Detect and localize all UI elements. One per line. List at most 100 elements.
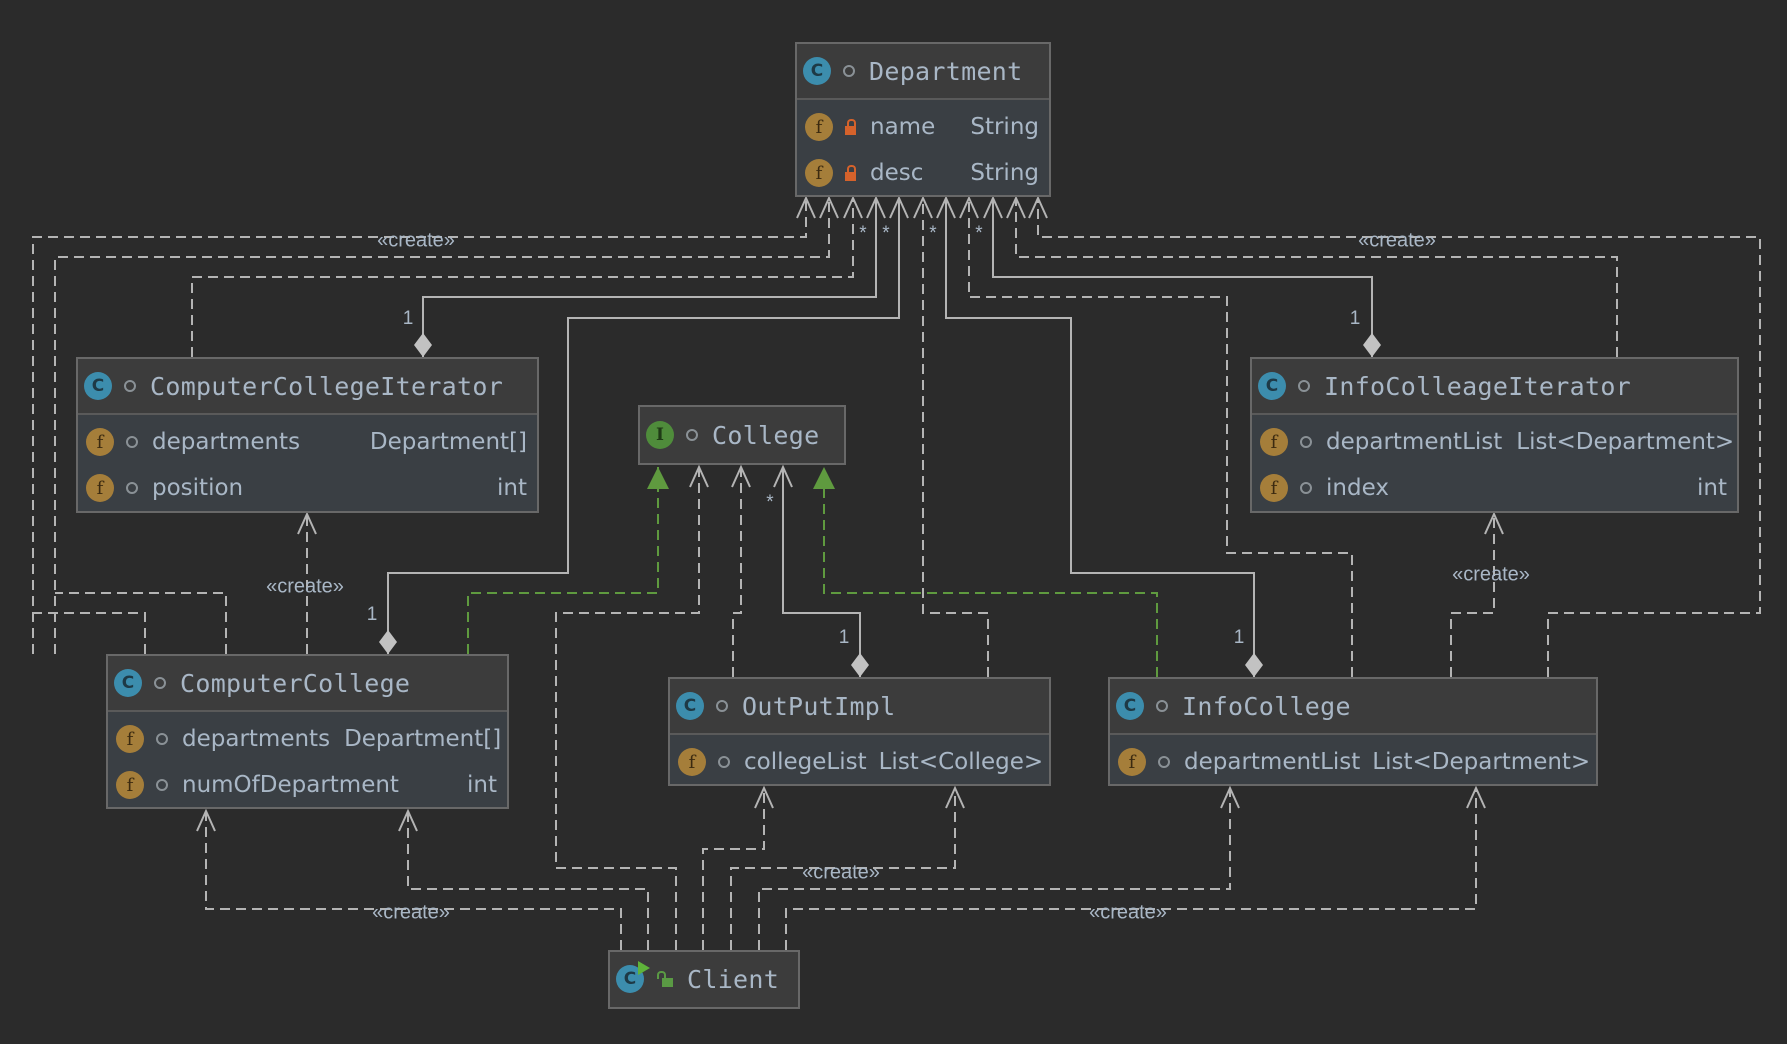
- field-row: f numOfDepartment int: [108, 762, 507, 808]
- open-arrowhead-icon: [1006, 195, 1026, 219]
- field-type: List<College>: [878, 749, 1044, 775]
- create-label: «create»: [372, 901, 450, 924]
- private-lock-icon: [845, 164, 856, 181]
- multiplicity-one: 1: [1233, 627, 1245, 648]
- runnable-class-icon: C: [616, 960, 650, 995]
- field-type: int: [467, 772, 497, 798]
- class-name: InfoColleageIterator: [1324, 371, 1632, 401]
- class-info-colleage-iterator[interactable]: C InfoColleageIterator f departmentList …: [1250, 357, 1739, 513]
- field-icon: f: [116, 725, 144, 753]
- package-visibility-icon: [1156, 700, 1168, 712]
- field-name: name: [870, 114, 936, 140]
- open-arrowhead-icon: [913, 195, 933, 219]
- class-header: I College: [640, 407, 844, 463]
- field-name: numOfDepartment: [182, 772, 399, 798]
- field-name: departmentList: [1326, 429, 1503, 455]
- field-icon: f: [1260, 428, 1288, 456]
- package-visibility-icon: [716, 700, 728, 712]
- open-arrowhead-icon: [819, 195, 839, 219]
- package-visibility-icon: [154, 677, 166, 689]
- package-visibility-icon: [718, 756, 730, 768]
- field-icon: f: [1118, 748, 1146, 776]
- class-name: Department: [869, 56, 1023, 86]
- field-icon: f: [805, 113, 833, 141]
- package-visibility-icon: [156, 733, 168, 745]
- class-header: C Department: [797, 44, 1049, 100]
- aggregation-diamond-icon: [1363, 333, 1381, 357]
- class-header: C ComputerCollegeIterator: [78, 359, 537, 415]
- open-arrowhead-icon: [1028, 195, 1048, 219]
- dependency-cciterator-department: [191, 198, 854, 357]
- package-visibility-icon: [1158, 756, 1170, 768]
- field-icon: f: [86, 474, 114, 502]
- field-type: Department[]: [344, 726, 502, 752]
- multiplicity-many: *: [929, 223, 937, 244]
- open-arrowhead-icon: [689, 464, 709, 488]
- dependency-infocollege-department: [968, 198, 1353, 677]
- field-name: position: [152, 475, 244, 501]
- open-arrowhead-icon: [983, 195, 1003, 219]
- multiplicity-many: *: [975, 223, 983, 244]
- class-name: ComputerCollegeIterator: [150, 371, 504, 401]
- field-icon: f: [1260, 474, 1288, 502]
- open-arrowhead-icon: [754, 785, 774, 809]
- aggregation-diamond-icon: [379, 630, 397, 654]
- class-department[interactable]: C Department f name String f desc String: [795, 42, 1051, 197]
- field-row: f departmentList List<Department>: [1110, 739, 1596, 785]
- class-computer-college[interactable]: C ComputerCollege f departments Departme…: [106, 654, 509, 809]
- interface-icon: I: [646, 421, 674, 449]
- create-client-infocollege-2: [785, 788, 1477, 950]
- package-visibility-icon: [126, 482, 138, 494]
- realization-triangle-icon: [647, 467, 669, 489]
- class-client[interactable]: C Client: [608, 950, 800, 1009]
- open-arrowhead-icon: [1220, 785, 1240, 809]
- class-icon: C: [84, 372, 112, 400]
- field-row: f departmentList List<Department>: [1252, 419, 1737, 465]
- class-output-impl[interactable]: C OutPutImpl f collegeList List<College>: [668, 677, 1051, 786]
- run-arrow-icon: [638, 960, 650, 975]
- field-type: Department[]: [369, 429, 527, 455]
- create-label: «create»: [377, 229, 455, 252]
- aggregation-diamond-icon: [851, 653, 869, 677]
- package-visibility-icon: [126, 436, 138, 448]
- multiplicity-one: 1: [1349, 308, 1361, 329]
- create-client-outputimpl-2: [730, 788, 956, 950]
- class-header: C InfoCollege: [1110, 679, 1596, 735]
- class-icon: C: [1258, 372, 1286, 400]
- create-client-infocollege-1: [758, 788, 1231, 950]
- field-name: desc: [870, 160, 924, 186]
- field-name: departments: [182, 726, 331, 752]
- multiplicity-one: 1: [366, 604, 378, 625]
- open-arrowhead-icon: [773, 464, 793, 488]
- field-type: int: [1697, 475, 1727, 501]
- create-label: «create»: [802, 861, 880, 884]
- dependency-outputimpl-college: [732, 467, 742, 677]
- public-unlock-icon: [657, 971, 673, 987]
- class-icon: C: [1116, 692, 1144, 720]
- interface-college[interactable]: I College: [638, 405, 846, 465]
- open-arrowhead-icon: [796, 195, 816, 219]
- class-computer-college-iterator[interactable]: C ComputerCollegeIterator f departments …: [76, 357, 539, 513]
- open-arrowhead-icon: [1466, 785, 1486, 809]
- open-arrowhead-icon: [1484, 511, 1504, 535]
- field-name: departmentList: [1184, 749, 1361, 775]
- open-arrowhead-icon: [297, 511, 317, 535]
- field-type: int: [497, 475, 527, 501]
- package-visibility-icon: [156, 779, 168, 791]
- aggregation-diamond-icon: [414, 333, 432, 357]
- class-icon: C: [676, 692, 704, 720]
- association-cciterator-department: [422, 198, 877, 357]
- field-type: List<Department>: [1372, 749, 1591, 775]
- package-visibility-icon: [1300, 482, 1312, 494]
- association-infocollege-department: [945, 198, 1255, 677]
- open-arrowhead-icon: [936, 195, 956, 219]
- field-icon: f: [116, 771, 144, 799]
- field-row: f desc String: [797, 150, 1049, 196]
- dependency-computercollege-link-2: [33, 612, 146, 654]
- class-info-college[interactable]: C InfoCollege f departmentList List<Depa…: [1108, 677, 1598, 786]
- multiplicity-one: 1: [838, 627, 850, 648]
- open-arrowhead-icon: [959, 195, 979, 219]
- realization-infocollege-college: [823, 467, 1158, 677]
- field-row: f collegeList List<College>: [670, 739, 1049, 785]
- field-name: index: [1326, 475, 1389, 501]
